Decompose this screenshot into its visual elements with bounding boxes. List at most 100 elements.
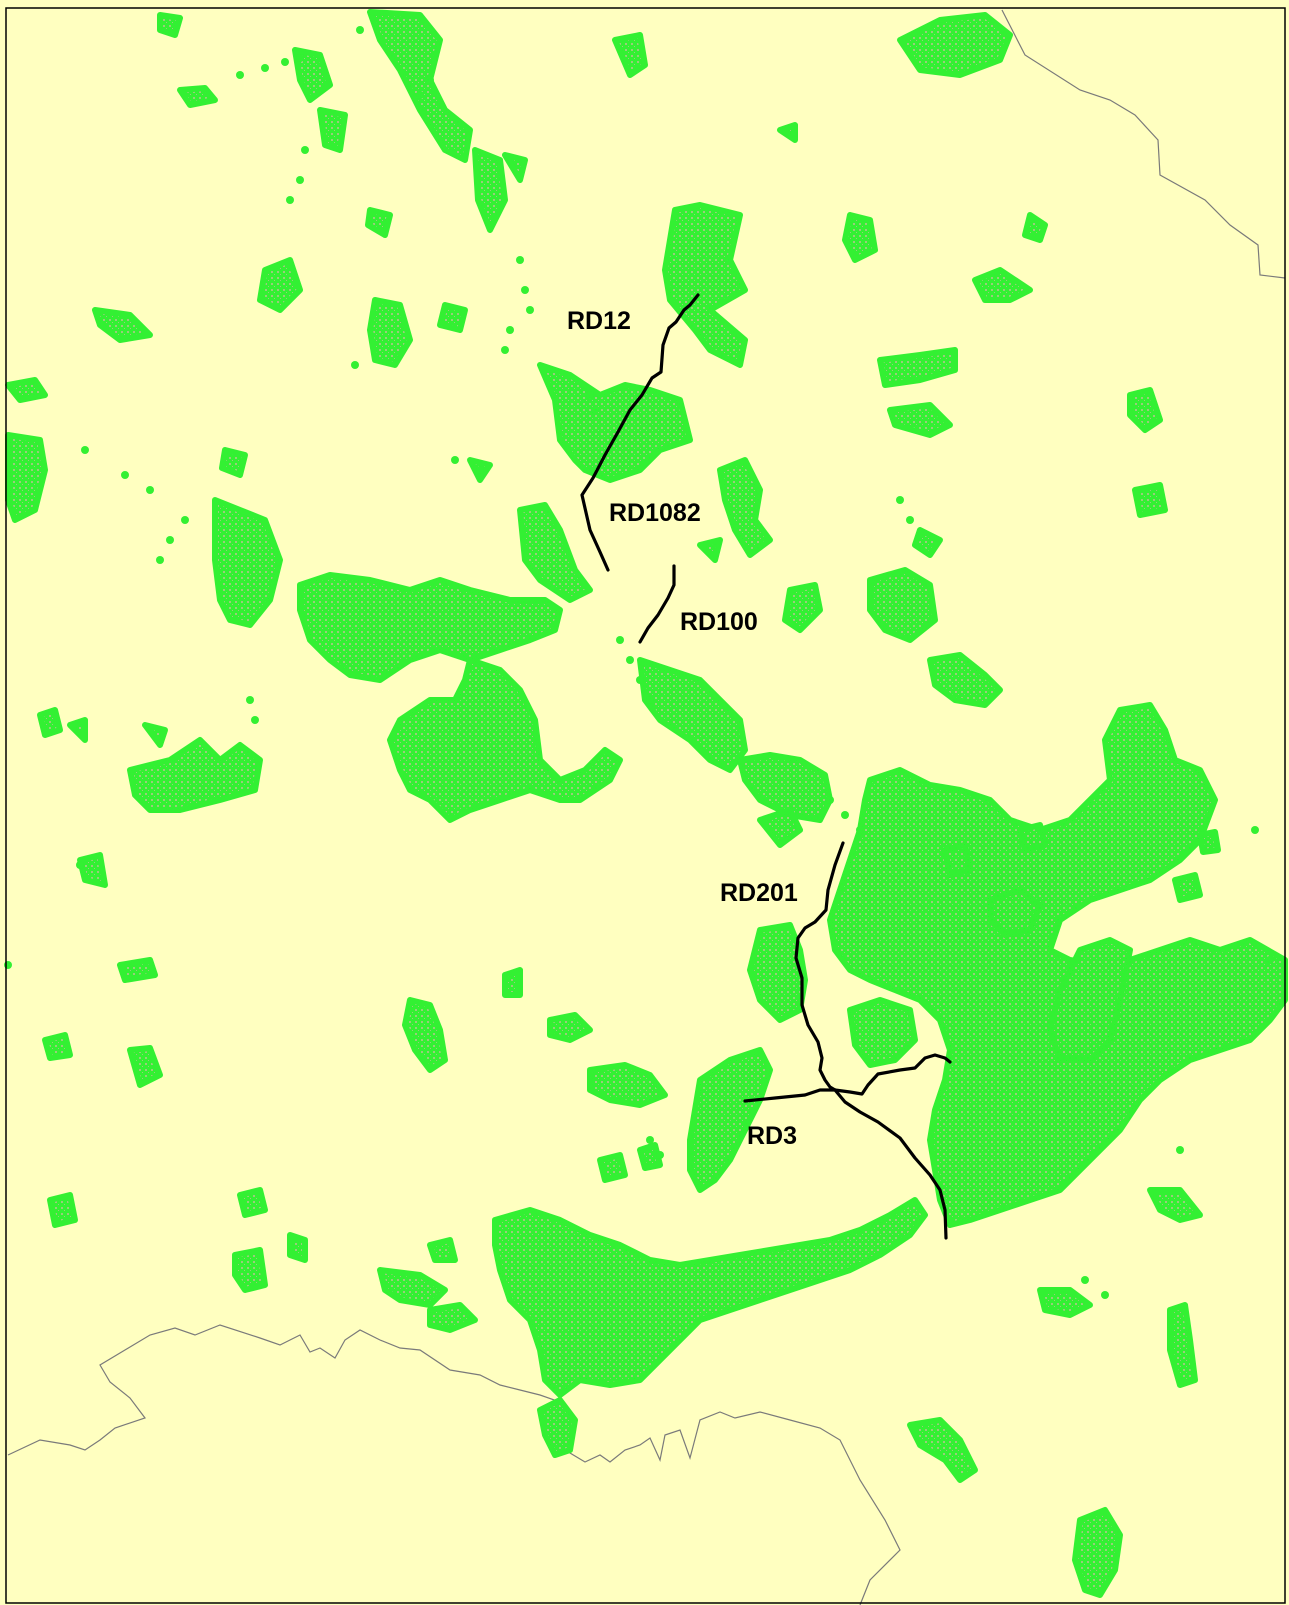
- boundary-south: [7, 1324, 901, 1605]
- urban-area: [427, 1302, 478, 1333]
- urban-area: [157, 12, 183, 38]
- urban-area: [547, 1012, 593, 1043]
- urban-area: [737, 752, 833, 823]
- urban-area: [1047, 937, 1133, 1063]
- urban-area: [257, 257, 303, 313]
- urban-area: [297, 572, 563, 683]
- urban-dot: [646, 1136, 654, 1144]
- urban-area: [777, 122, 798, 143]
- urban-area: [212, 497, 283, 628]
- urban-dot: [1176, 1146, 1184, 1154]
- urban-area: [47, 1192, 78, 1228]
- urban-dot: [1081, 1276, 1089, 1284]
- urban-dot: [356, 26, 364, 34]
- urban-dot: [476, 466, 484, 474]
- admin-boundaries: [7, 9, 1286, 1605]
- urban-dot: [501, 346, 509, 354]
- urban-dot: [856, 826, 864, 834]
- urban-area: [662, 202, 748, 368]
- urban-dot: [896, 496, 904, 504]
- urban-area: [127, 1045, 163, 1088]
- urban-area: [747, 922, 808, 1023]
- urban-area: [972, 267, 1033, 303]
- urban-area: [492, 1197, 928, 1398]
- urban-area: [367, 297, 413, 368]
- urban-area: [367, 9, 473, 163]
- urban-area: [437, 302, 468, 333]
- urban-dot: [521, 286, 529, 294]
- urban-dot: [146, 486, 154, 494]
- urban-dot: [1251, 826, 1259, 834]
- urban-area: [597, 1152, 628, 1183]
- urban-area: [292, 47, 333, 103]
- urban-dot: [506, 326, 514, 334]
- urban-dot: [296, 176, 304, 184]
- urban-dot: [586, 391, 594, 399]
- urban-area: [1147, 1187, 1203, 1223]
- urban-dot: [121, 471, 129, 479]
- urban-area: [897, 12, 1013, 78]
- urban-area: [517, 502, 593, 603]
- urban-area: [927, 652, 1003, 708]
- urban-dot: [296, 54, 304, 62]
- urban-area: [987, 887, 1043, 938]
- label-rd1082: RD1082: [609, 499, 701, 527]
- road-southeast-branch: [833, 1088, 948, 1240]
- urban-dot: [301, 146, 309, 154]
- urban-area: [42, 1032, 73, 1061]
- urban-area: [537, 1397, 578, 1458]
- urban-dot: [416, 91, 424, 99]
- label-rd201: RD201: [720, 879, 798, 907]
- road-rd12: [580, 293, 700, 572]
- urban-dot: [261, 64, 269, 72]
- urban-dot: [4, 961, 12, 969]
- road-rd100: [638, 564, 676, 644]
- urban-area: [502, 967, 523, 998]
- urban-area: [317, 107, 348, 153]
- map-border: [5, 7, 1286, 1604]
- urban-area: [67, 717, 88, 743]
- urban-dot: [1101, 1291, 1109, 1299]
- urban-dot: [591, 406, 599, 414]
- urban-area: [697, 537, 723, 563]
- urban-area: [1017, 822, 1048, 853]
- urban-dot: [246, 696, 254, 704]
- urban-area: [1037, 1287, 1093, 1318]
- urban-dot: [286, 196, 294, 204]
- urban-dot: [636, 676, 644, 684]
- urban-dot: [166, 536, 174, 544]
- urban-area: [92, 307, 153, 343]
- urban-area: [502, 152, 528, 183]
- urban-dot: [616, 636, 624, 644]
- urban-area: [757, 807, 803, 848]
- urban-dot: [426, 76, 434, 84]
- urban-areas: [4, 9, 1288, 1598]
- urban-area: [912, 527, 943, 558]
- road-rd3: [743, 1053, 952, 1103]
- urban-area: [782, 582, 823, 633]
- urban-dot: [906, 516, 914, 524]
- urban-area: [537, 362, 693, 483]
- urban-area: [5, 432, 48, 523]
- urban-area: [219, 447, 248, 478]
- urban-area: [37, 707, 63, 738]
- urban-area: [237, 1187, 268, 1218]
- road-labels: RD12 RD1082 RD100 RD201 RD3: [567, 307, 798, 1150]
- urban-area: [142, 722, 168, 748]
- urban-area: [77, 852, 108, 888]
- roads: [580, 293, 952, 1240]
- urban-dot: [281, 58, 289, 66]
- urban-area: [1022, 212, 1048, 243]
- urban-area: [1197, 829, 1221, 855]
- urban-dot: [76, 861, 84, 869]
- label-rd3: RD3: [747, 1122, 797, 1150]
- urban-area: [587, 1062, 668, 1108]
- urban-area: [127, 737, 263, 813]
- urban-dot: [656, 1151, 664, 1159]
- urban-dot: [646, 696, 654, 704]
- urban-area: [1172, 872, 1203, 903]
- urban-area: [5, 377, 48, 403]
- urban-area: [1167, 1302, 1198, 1388]
